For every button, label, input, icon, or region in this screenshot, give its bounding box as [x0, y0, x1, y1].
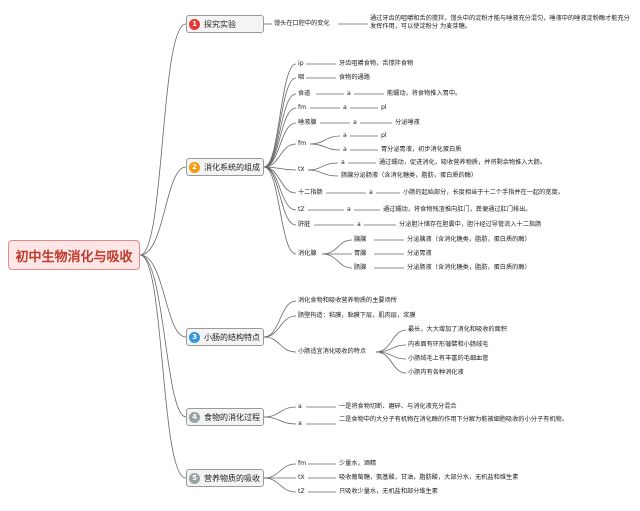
ab-label-1: fm — [298, 460, 307, 467]
a-fm2-2: a — [343, 146, 347, 153]
label-duodenum: 十二指肠 — [298, 189, 323, 196]
si-line1: 消化食物和吸收营养物质的主要场所 — [298, 297, 397, 304]
label-mouth: ip — [298, 60, 304, 67]
branch-label: 探究实验 — [204, 19, 236, 29]
gland-gastric: 胃腺 — [354, 250, 367, 257]
a-esophagus: a — [347, 90, 351, 97]
a-salivary: a — [353, 119, 357, 126]
badge-3: 3 — [189, 331, 200, 343]
dp-text-1: 一是将食物切断、磨碎、与消化液充分混合 — [339, 403, 457, 410]
label-pharynx: 咽 — [298, 74, 305, 81]
si-line2: 肠壁构造：粘膜，黏膜下层，肌肉层，浆膜 — [298, 312, 416, 319]
topic-mantou: 馒头在口腔中的变化 — [274, 20, 330, 27]
branch-label: 消化系统的组成 — [204, 162, 260, 172]
label-salivary: 唾液腺 — [298, 119, 317, 126]
branch-experiment[interactable]: 1 探究实验 — [186, 15, 264, 33]
ab-label-3: tZ — [298, 488, 305, 495]
si-sub-label: 小肠适宜消化吸收的特点 — [298, 348, 367, 355]
si-sub-2: 内表面有环形皱襞和小肠绒毛 — [408, 341, 489, 348]
ab-text-1: 少量水，酒精 — [339, 460, 377, 467]
dp-a-2: a — [298, 420, 302, 427]
si-sub-1: 最长，大大增加了消化和吸收的面积 — [408, 326, 507, 333]
a-liver: a — [357, 221, 361, 228]
label-tz: tZ — [298, 206, 305, 213]
a-fm2-1: a — [343, 132, 347, 139]
text-salivary: 分泌唾液 — [395, 119, 420, 126]
badge-4: 4 — [189, 411, 200, 423]
branch-small-intestine[interactable]: 3 小肠的结构特点 — [186, 328, 264, 346]
branch-label: 营养物质的吸收 — [204, 473, 260, 483]
text-fm1: pl — [381, 104, 387, 111]
ab-label-2: tX — [298, 474, 305, 481]
gland-gastric-text: 分泌胃液 — [407, 250, 432, 257]
a-tz: a — [347, 206, 351, 213]
label-tx: tX — [298, 166, 305, 173]
text-tz: 通过蠕动，将食物残渣推向肛门，粪便通过肛门排出。 — [383, 206, 532, 213]
label-liver: 肝脏 — [298, 221, 311, 228]
text-duodenum: 小肠的起始部分，长度相当于十二个手指并在一起的宽度。 — [403, 189, 564, 196]
branch-digestion-process[interactable]: 4 食物的消化过程 — [186, 408, 264, 426]
dp-a-1: a — [298, 403, 302, 410]
label-fm1: fm — [298, 104, 307, 111]
text-fm2-1: pl — [381, 132, 387, 139]
si-sub-3: 小肠绒毛上有丰富的毛细血管 — [408, 355, 489, 362]
gland-intestinal-text: 分泌肠液（含消化糖类，脂肪，蛋白质的酶） — [407, 264, 531, 271]
a-tx-1: a — [341, 159, 345, 166]
gland-pancreas-text: 分泌胰液（含消化糖类，脂肪，蛋白质的酶） — [407, 236, 531, 243]
dp-text-2: 二是食物中的大分子有机物在消化酶的作用下分解为能被细胞吸收的小分子有机物。 — [339, 416, 568, 423]
si-sub-4: 小肠内有各种消化液 — [408, 369, 464, 376]
gland-intestinal: 肠腺 — [354, 264, 367, 271]
branch-digestive-system[interactable]: 2 消化系统的组成 — [186, 158, 264, 176]
a-fm1: a — [343, 104, 347, 111]
label-glands: 消化腺 — [298, 250, 317, 257]
branch-label: 食物的消化过程 — [204, 412, 260, 422]
text-tx-1: 通过蠕动，促进消化，吸收营养物质，并将剩余物推入大肠。 — [379, 159, 547, 166]
badge-2: 2 — [189, 161, 200, 173]
text-mouth: 牙齿咀嚼食物，舌搅拌食物 — [339, 60, 414, 67]
text-tx-2: 肠腺分泌肠液（含消化糖类，脂肪，蛋白质的酶） — [341, 172, 478, 179]
gland-pancreas: 胰腺 — [354, 236, 367, 243]
text-pharynx: 食物的通路 — [339, 74, 370, 81]
label-esophagus: 食道 — [298, 90, 311, 97]
desc-mantou: 通过牙齿的咀嚼和舌的搅拌，馒头中的淀粉才能与唾液充分混匀，唾液中的唾液淀粉酶才能… — [370, 15, 630, 30]
label-fm2: fm — [298, 140, 307, 147]
text-esophagus: 能蠕动，将食物推入胃中。 — [387, 90, 462, 97]
a-duodenum: a — [369, 189, 373, 196]
ab-text-3: 只吸收少量水，无机盐和部分维生素 — [339, 488, 438, 495]
root-node[interactable]: 初中生物消化与吸收 — [8, 240, 140, 270]
ab-text-2: 吸收葡萄糖，氨基酸，甘油，脂肪酸，大部分水，无机盐和维生素 — [339, 474, 519, 481]
badge-5: 5 — [189, 472, 200, 484]
badge-1: 1 — [189, 18, 200, 30]
text-fm2-2: 胃分泌胃液，初步消化蛋白质 — [381, 146, 462, 153]
branch-absorption[interactable]: 5 营养物质的吸收 — [186, 469, 264, 487]
branch-label: 小肠的结构特点 — [204, 332, 260, 342]
text-liver: 分泌胆汁储存在胆囊中，胆汁经过导管流入十二指肠 — [399, 221, 542, 228]
